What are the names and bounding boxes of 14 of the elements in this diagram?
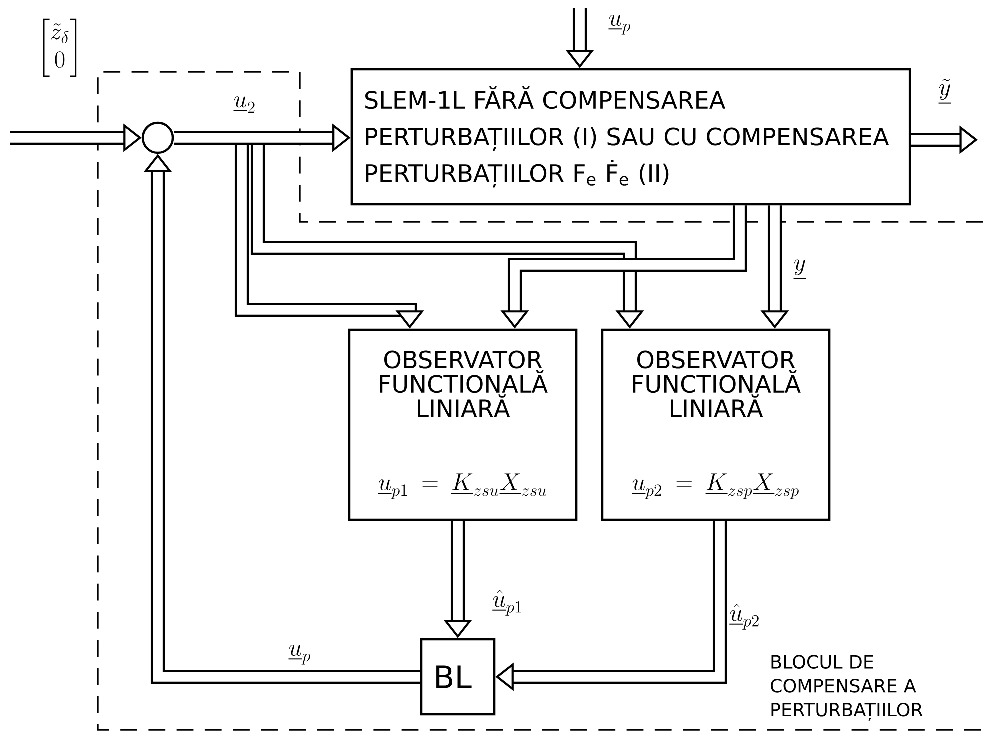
plant-box: SLEM-1L FĂRĂ COMPENSAREA PERTURBAȚIILOR (I) SAU CU COMPENSAREA PERTURBAȚIILOR F$_{e}$ Ḟ$_{e}$ (II) [350, 68, 912, 206]
observer-box: OBSERVATOR FUNCTIONALĂ LINIARĂ $\underline{u}_{p2}=\underline{K}_{zsp}\underline{X}_{zsp}$ [601, 328, 831, 522]
edge-label: $\underline{y}$ [792, 258, 808, 282]
edge-label: $\underline{\hat{u}}_{p1}$ [491, 588, 525, 618]
edge-label: $\underline{\tilde{y}}$ [937, 78, 953, 106]
edge-label: $\begin{bmatrix}\tilde{z}_{\delta}\\ 0\end{bmatrix}$ [36, 17, 84, 79]
block-caption: BLOCUL DE COMPENSARE A PERTURBAȚIILOR [771, 655, 923, 721]
edge-label: $\underline{\hat{u}}_{p2}$ [728, 602, 762, 632]
summing-junction [142, 122, 174, 154]
edge-label: $\underline{u}_{p}$ [287, 644, 313, 666]
observer-box: OBSERVATOR FUNCTIONALĂ LINIARĂ $\underline{u}_{p1}=\underline{K}_{zsu}\underline{X}_{zsu}$ [348, 328, 578, 522]
edge-label: $\underline{u}_{p}$ [607, 14, 633, 36]
edge-label: $\underline{u}_{2}$ [232, 96, 258, 114]
block-box: BL [420, 638, 496, 716]
